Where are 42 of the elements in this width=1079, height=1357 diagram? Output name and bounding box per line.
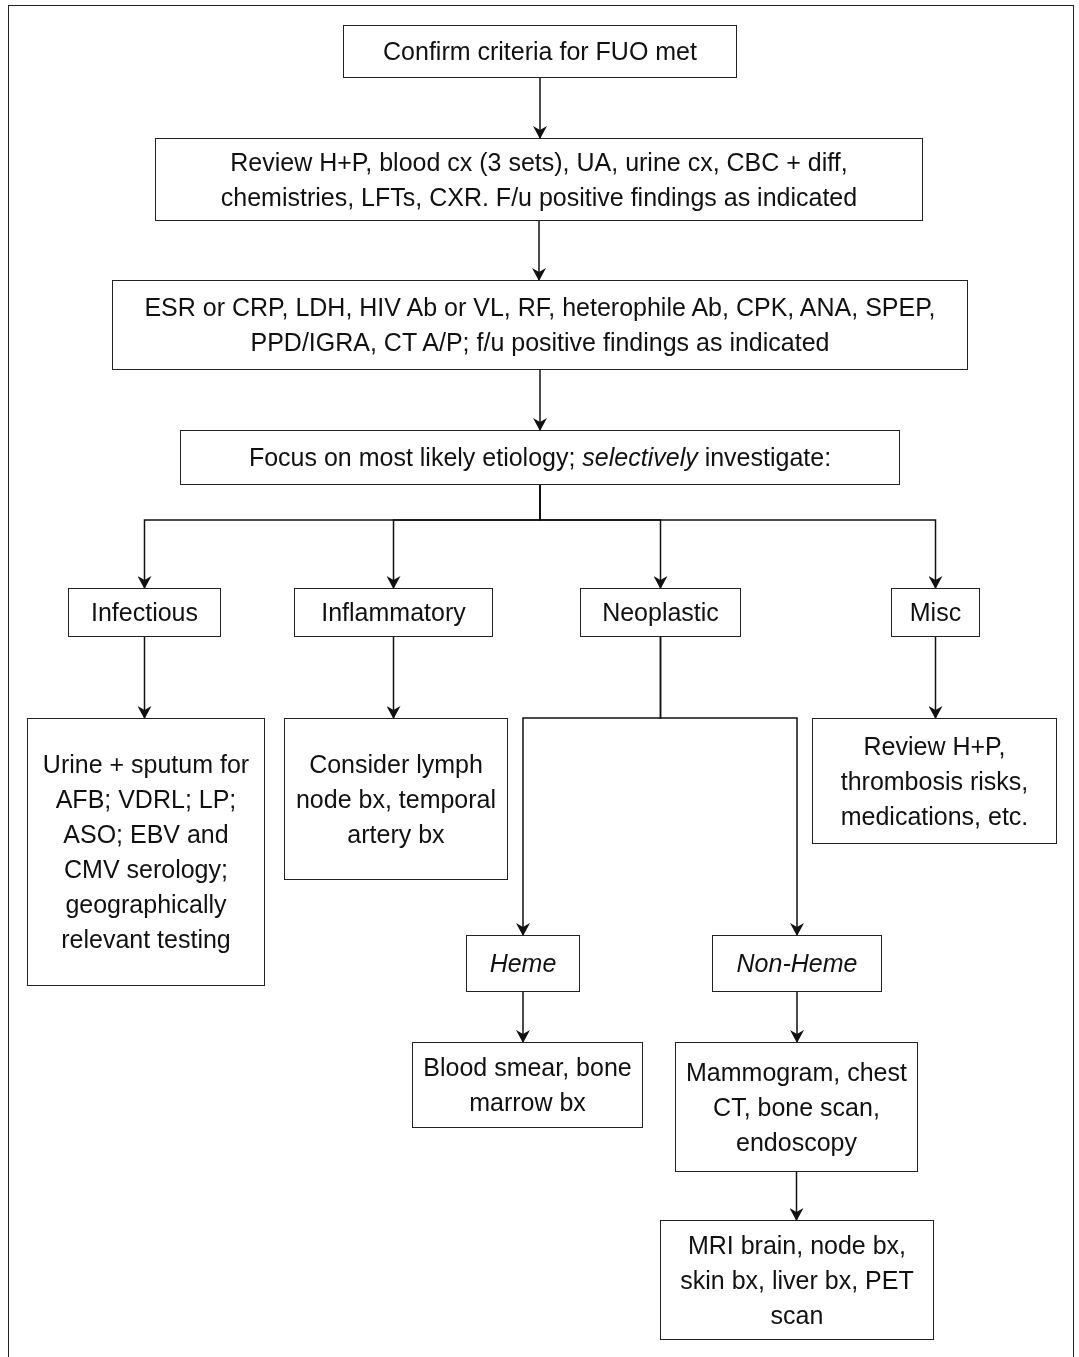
- process-box: [580, 588, 741, 637]
- box-text: Urine + sputum for AFB; VDRL; LP; ASO; EBV and CMV serology; geographically relevant testing: [41, 749, 251, 955]
- process-box: [112, 280, 968, 370]
- process-box: [68, 588, 221, 637]
- arrow: [928, 636, 943, 719]
- process-box: [343, 25, 737, 78]
- box-text: Inflammatory: [321, 597, 466, 628]
- box-text: Infectious: [91, 597, 198, 628]
- process-box: [155, 138, 923, 221]
- arrow: [137, 636, 152, 719]
- box-text: Review H+P, thrombosis risks, medications, etc.: [839, 730, 1030, 832]
- arrow: [533, 77, 547, 139]
- process-box: [180, 430, 900, 485]
- process-box: [891, 588, 980, 637]
- process-box: [660, 1220, 934, 1340]
- box-text: MRI brain, node bx, skin bx, liver bx, PET scan: [679, 1229, 915, 1331]
- process-box: [466, 935, 580, 992]
- arrow: [532, 220, 546, 281]
- box-text: Heme: [489, 948, 557, 979]
- process-box: [412, 1042, 643, 1128]
- box-text: Consider lymph node bx, temporal artery bx: [294, 748, 498, 850]
- box-text: Misc: [909, 597, 962, 628]
- process-box: [675, 1042, 918, 1172]
- arrow: [386, 636, 401, 719]
- box-text: ESR or CRP, LDH, HIV Ab or VL, RF, heterophile Ab, CPK, ANA, SPEP, PPD/IGRA, CT A/P; f/u positive findings as indicated: [143, 292, 937, 358]
- box-text: Review H+P, blood cx (3 sets), UA, urine cx, CBC + diff, chemistries, LFTs, CXR. F/u positive findings as indicated: [219, 146, 859, 213]
- arrow: [659, 636, 804, 936]
- box-text: Blood smear, bone marrow bx: [422, 1052, 633, 1118]
- box-text: Confirm criteria for FUO met: [383, 36, 697, 67]
- box-text: Non-Heme: [736, 948, 858, 979]
- box-text: Neoplastic: [602, 597, 719, 628]
- process-box: [712, 935, 882, 992]
- process-box: [27, 718, 265, 986]
- arrow: [533, 369, 547, 431]
- process-box: [812, 718, 1057, 844]
- process-box: [294, 588, 493, 637]
- arrow: [516, 991, 530, 1043]
- process-box: [284, 718, 508, 880]
- arrow: [790, 991, 804, 1043]
- box-text: Mammogram, chest CT, bone scan, endoscopy: [685, 1056, 908, 1158]
- box-text: Focus on most likely etiology; selectively investigate:: [248, 442, 832, 473]
- arrow: [789, 1171, 804, 1221]
